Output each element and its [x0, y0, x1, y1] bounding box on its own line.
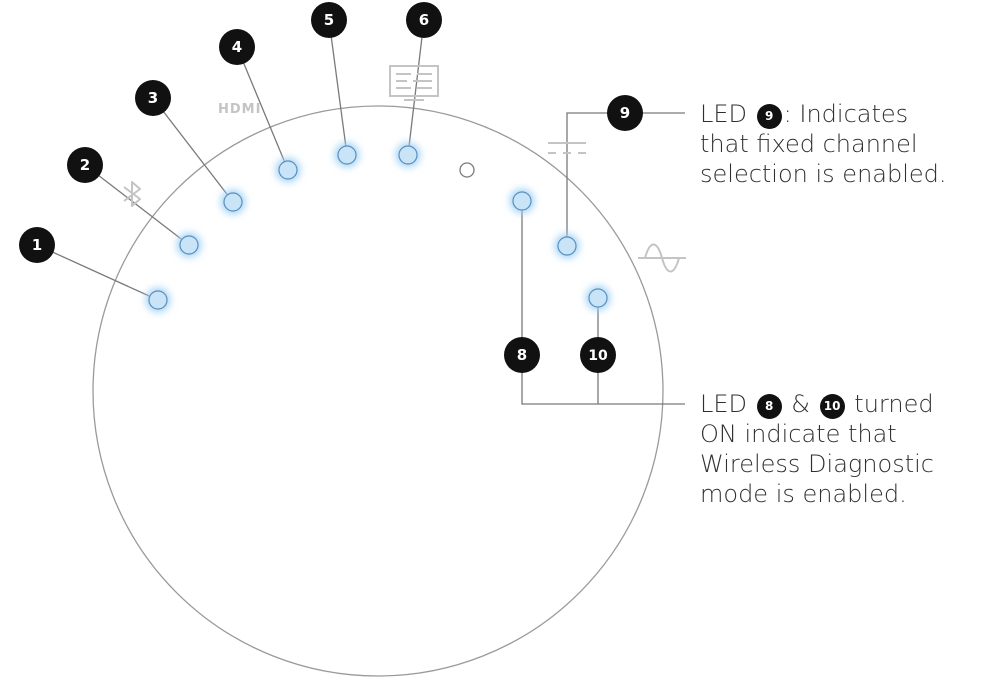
leader-line-9 [566, 112, 625, 246]
led-badge-5: 5 [311, 2, 347, 38]
led-badge-3: 3 [135, 80, 171, 116]
callout-led8-badge: 8 [756, 394, 782, 419]
callout-led8-10-line4: mode is enabled. [700, 480, 907, 508]
callout-led8-10-amp: & [791, 390, 811, 418]
callout-led8-10-line3: Wireless Diagnostic [700, 450, 934, 478]
leader-line-1 [36, 244, 159, 301]
callout-led9-line2: that fixed channel [700, 130, 918, 158]
led-1 [148, 290, 168, 310]
leader-lines [36, 19, 685, 405]
led-3 [223, 192, 243, 212]
callout-led8-10-line1-rest: turned [854, 390, 934, 418]
led-10 [588, 288, 608, 308]
leader-line-8-10 [521, 201, 685, 405]
tv-icon [389, 65, 439, 101]
led-badge-label: 4 [232, 38, 242, 56]
dc-icon [548, 142, 586, 154]
icon-group: HDMI [123, 65, 686, 273]
callout-led9-prefix: LED [700, 100, 748, 128]
hdmi-icon: HDMI [218, 102, 261, 117]
leader-line-6 [407, 19, 425, 156]
led-layer [146, 143, 610, 312]
led-badge-label: 1 [32, 236, 42, 254]
leader-line-5 [328, 19, 348, 156]
led-badge-9: 9 [607, 95, 643, 131]
device-outline [92, 105, 664, 677]
led-indicator-off [459, 162, 475, 178]
led-2 [179, 235, 199, 255]
callout-led9-badge: 9 [756, 104, 782, 129]
led-9 [557, 236, 577, 256]
led-badge-circle [311, 2, 347, 38]
led-6 [398, 145, 418, 165]
led-badge-circle [19, 227, 55, 263]
callout-led9-line3: selection is enabled. [700, 160, 947, 188]
led-badge-circle [67, 147, 103, 183]
led-badge-6: 6 [406, 2, 442, 38]
led-badge-label: 3 [148, 89, 158, 107]
led-badge-label: 8 [517, 346, 527, 364]
led-4 [278, 160, 298, 180]
led-badge-circle [504, 337, 540, 373]
leader-line-4 [236, 46, 289, 171]
led-badge-10: 10 [580, 337, 616, 373]
led-badge-circle [219, 29, 255, 65]
led-badge-label: 2 [80, 156, 90, 174]
led-badge-4: 4 [219, 29, 255, 65]
led-badge-circle [135, 80, 171, 116]
callout-led9: LED 9: Indicates that fixed channel sele… [700, 99, 947, 189]
callout-led8-10-line2: ON indicate that [700, 420, 897, 448]
led-badge-label: 9 [620, 104, 630, 122]
led-badge-label: 6 [419, 11, 429, 29]
led-badge-circle [406, 2, 442, 38]
led-badge-circle [607, 95, 643, 131]
led-8 [512, 191, 532, 211]
callout-led9-line1: LED 9: Indicates [700, 99, 947, 129]
leader-line-2 [84, 164, 190, 246]
ac-wave-icon [638, 243, 686, 273]
led-badge-1: 1 [19, 227, 55, 263]
callout-led8-10-line1: LED 8 & 10 turned [700, 389, 934, 419]
led-5 [337, 145, 357, 165]
leader-line-3 [152, 97, 234, 203]
led-badge-8: 8 [504, 337, 540, 373]
callout-led8-10-prefix: LED [700, 390, 748, 418]
led-badge-label: 10 [588, 348, 608, 364]
callout-led8-10: LED 8 & 10 turned ON indicate that Wirel… [700, 389, 934, 509]
bluetooth-icon [123, 181, 141, 207]
led-badge-label: 5 [324, 11, 334, 29]
led-badge-circle [580, 337, 616, 373]
led-badge-2: 2 [67, 147, 103, 183]
callout-led9-line1-rest: : Indicates [783, 100, 909, 128]
callout-led10-badge: 10 [819, 394, 845, 419]
badge-layer: 1 2 3 4 5 6 8 9 10 [19, 2, 643, 373]
